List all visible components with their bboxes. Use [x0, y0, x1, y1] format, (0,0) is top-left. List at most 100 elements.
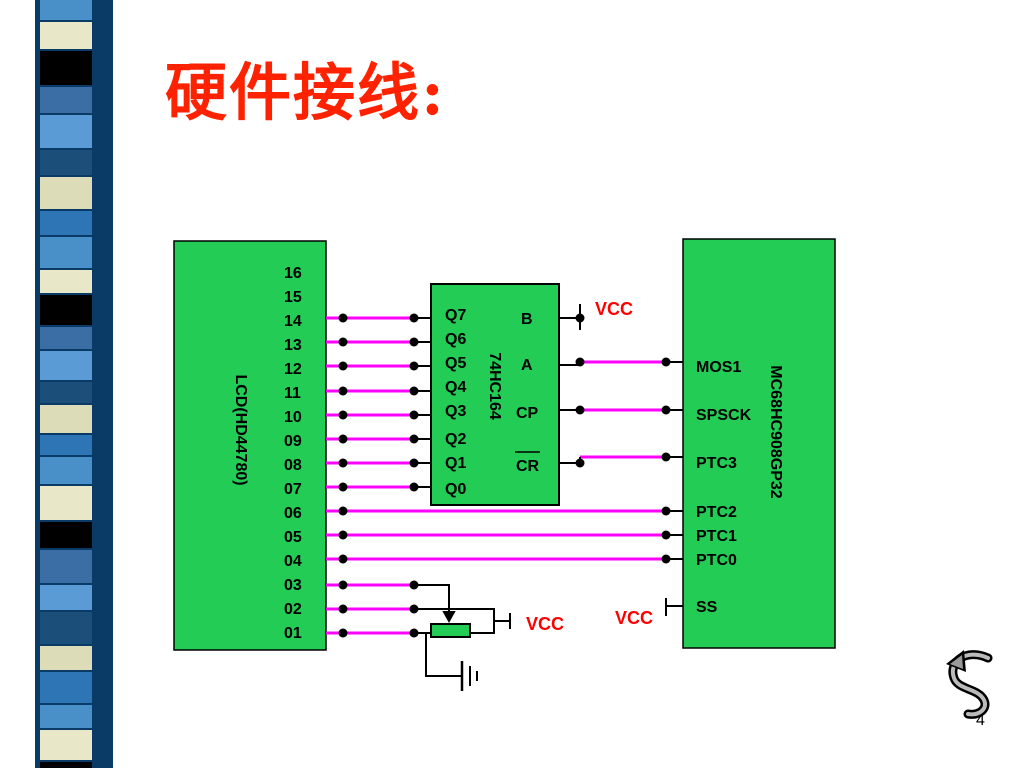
sr-output-label: Q6 [445, 331, 466, 348]
mcu-pin-label: SS [696, 599, 718, 616]
strip-block [40, 550, 92, 583]
shift-register-input-labels: B A CP CR [515, 311, 540, 475]
connection-dot [409, 458, 419, 468]
sr-output-label: Q4 [445, 379, 466, 396]
connection-dot [409, 434, 419, 444]
strip-block [40, 405, 92, 433]
potentiometer-circuit [414, 584, 511, 691]
potentiometer [430, 623, 471, 638]
connection-dot [338, 337, 348, 347]
vcc-label-pot: VCC [526, 614, 564, 634]
strip-block [40, 211, 92, 235]
strip-block [40, 327, 92, 349]
sr-input-label: B [521, 311, 533, 328]
sr-input-label: CP [516, 405, 539, 422]
connection-dot [409, 628, 419, 638]
strip-block [40, 51, 92, 85]
lcd-pin-label: 06 [284, 505, 302, 522]
strip-block [40, 435, 92, 455]
connection-dot [661, 405, 671, 415]
page-number: 4 [976, 712, 985, 729]
strip-block [40, 351, 92, 380]
strip-block [40, 585, 92, 610]
strip-block [40, 646, 92, 670]
connection-dot [661, 357, 671, 367]
ss-vcc-stub [665, 598, 683, 616]
sr-output-label: Q2 [445, 431, 466, 448]
mcu-pin-label: PTC2 [696, 504, 737, 521]
sr-output-label: Q1 [445, 455, 466, 472]
connection-dot [338, 530, 348, 540]
sr-output-label: Q3 [445, 403, 466, 420]
mcu-chip [682, 238, 836, 649]
connection-dot [338, 580, 348, 590]
connection-dot [409, 410, 419, 420]
strip-block [40, 270, 92, 293]
lcd-pin-label: 01 [284, 625, 302, 642]
strip-block [40, 612, 92, 644]
lcd-pin-label: 05 [284, 529, 302, 546]
strip-block [40, 87, 92, 113]
strip-block [40, 150, 92, 175]
lcd-pin-label: 09 [284, 433, 302, 450]
mcu-chip-name: MC68HC908GP32 [767, 365, 784, 499]
mcu-pin-label: PTC0 [696, 552, 737, 569]
lcd-pin-label: 03 [284, 577, 302, 594]
decorative-side-strip [0, 0, 120, 768]
strip-block [40, 486, 92, 520]
connection-dot [409, 313, 419, 323]
slide-title: 硬件接线: [165, 56, 446, 129]
strip-block [40, 672, 92, 703]
connection-dot [338, 482, 348, 492]
strip-block [40, 295, 92, 325]
shift-register-chip [430, 283, 560, 506]
connection-dot [661, 554, 671, 564]
connection-dot [575, 313, 585, 323]
sr-output-label: Q5 [445, 355, 466, 372]
lcd-pin-label: 11 [284, 385, 301, 402]
sr-input-label: A [521, 357, 533, 374]
lcd-pin-label: 10 [284, 409, 302, 426]
strip-block [40, 705, 92, 728]
mcu-pin-labels: MOS1 SPSCK PTC3 PTC2 PTC1 PTC0 SS [696, 359, 752, 616]
connection-dot [338, 386, 348, 396]
vcc-label-ss: VCC [615, 608, 653, 628]
connection-dot [575, 458, 585, 468]
connection-dot [409, 361, 419, 371]
connection-dots [338, 313, 671, 638]
lcd-chip [173, 240, 327, 651]
connection-dot [338, 458, 348, 468]
strip-block [40, 457, 92, 484]
connection-dot [661, 506, 671, 516]
connection-dot [409, 337, 419, 347]
lcd-pin-label: 16 [284, 265, 302, 282]
mcu-pin-label: PTC1 [696, 528, 737, 545]
shift-register-output-labels: Q7 Q6 Q5 Q4 Q3 Q2 Q1 Q0 [445, 307, 466, 498]
lcd-to-mcu-wires [326, 509, 666, 561]
connection-dot [661, 452, 671, 462]
strip-block [40, 730, 92, 760]
sr-right-pin-stubs [559, 304, 581, 464]
lcd-pin-label: 14 [284, 313, 302, 330]
connection-dot [661, 530, 671, 540]
mcu-pin-label: SPSCK [696, 407, 752, 424]
strip-block [40, 237, 92, 268]
lcd-pin-label: 07 [284, 481, 302, 498]
strip-block [40, 115, 92, 148]
connection-dot [338, 604, 348, 614]
lcd-pin-label: 15 [284, 289, 302, 306]
connection-dot [338, 628, 348, 638]
sr-output-label: Q0 [445, 481, 466, 498]
strip-block [40, 382, 92, 403]
connection-dot [575, 357, 585, 367]
lcd-chip-name: LCD(HD44780) [232, 374, 249, 485]
return-arrow-icon[interactable] [944, 648, 1000, 720]
connection-dot [409, 604, 419, 614]
strip-block [40, 22, 92, 49]
shift-register-chip-name: 74HC164 [486, 352, 503, 420]
connection-dot [338, 434, 348, 444]
connection-dot [338, 506, 348, 516]
strip-block [40, 762, 92, 768]
strip-block [40, 522, 92, 548]
